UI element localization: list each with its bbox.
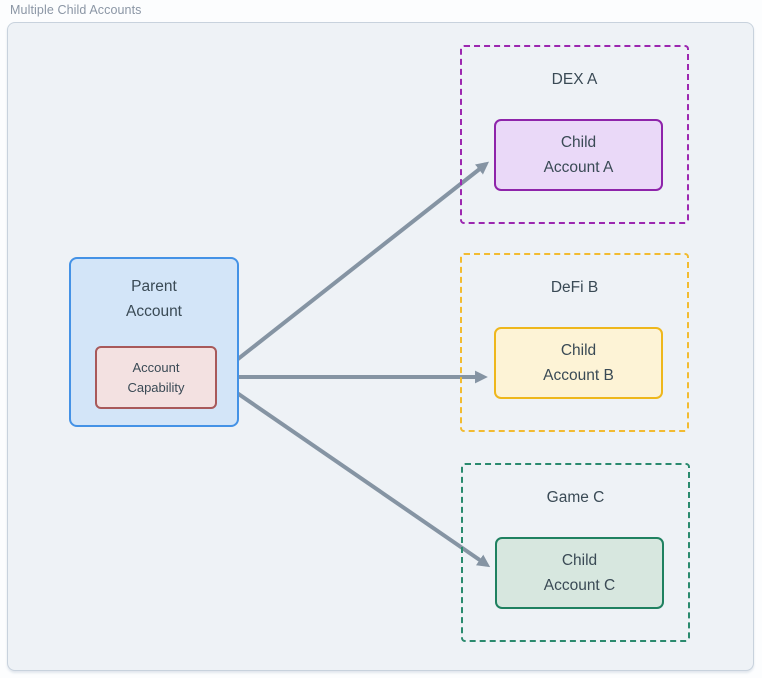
diagram-canvas: Parent Account Account Capability DEX A … bbox=[7, 22, 754, 671]
account-capability-box: Account Capability bbox=[95, 346, 217, 409]
group-label-dex-a: DEX A bbox=[551, 71, 598, 88]
account-capability-label: Account Capability bbox=[127, 359, 185, 395]
child-account-c-label: Child Account C bbox=[543, 552, 616, 594]
group-label-defi-b: DeFi B bbox=[550, 279, 599, 296]
child-account-a-box: Child Account A bbox=[494, 119, 663, 191]
arrow-capability-to-child-c bbox=[222, 382, 491, 568]
parent-account-box: Parent Account Account Capability bbox=[69, 257, 239, 427]
child-account-b-box: Child Account B bbox=[494, 327, 663, 399]
group-label-game-c: Game C bbox=[546, 489, 605, 506]
group-box-dex-a: DEX A Child Account A bbox=[460, 45, 689, 224]
diagram-title: Multiple Child Accounts bbox=[10, 3, 142, 17]
child-account-b-label: Child Account B bbox=[543, 342, 614, 384]
child-account-a-label: Child Account A bbox=[543, 134, 614, 176]
group-box-defi-b: DeFi B Child Account B bbox=[460, 253, 689, 432]
parent-account-label: Parent Account bbox=[125, 278, 182, 320]
arrow-capability-to-child-a bbox=[222, 161, 490, 372]
group-box-game-c: Game C Child Account C bbox=[461, 463, 690, 642]
child-account-c-box: Child Account C bbox=[495, 537, 664, 609]
